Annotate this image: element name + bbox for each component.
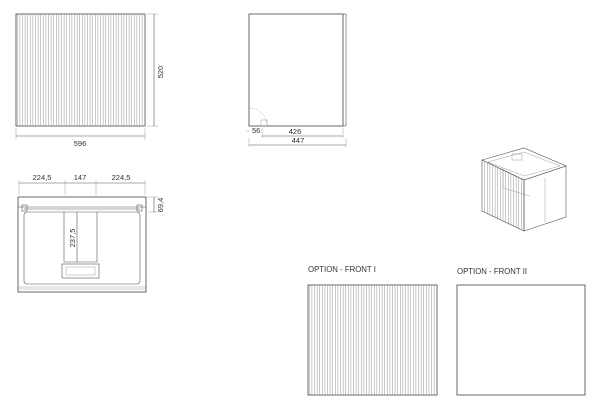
hinge-detail: [260, 119, 268, 127]
side-panel-outline: [248, 13, 344, 127]
option-front-1-label: OPTION - FRONT I: [308, 265, 376, 274]
front-width-label: 596: [74, 139, 87, 148]
door-swing-arc: [248, 107, 268, 127]
siphon-cutout: [63, 212, 98, 263]
top-right-width-label: 224,5: [112, 173, 131, 182]
front-flutes: [17, 14, 145, 126]
drawer-handle: [61, 263, 100, 279]
isometric-view: [481, 147, 567, 232]
top-rim-label: 69,4: [156, 198, 165, 213]
drawer-inner: [23, 211, 141, 285]
top-left-width-label: 224,5: [33, 173, 52, 182]
side-view: 56 426 447: [246, 13, 347, 147]
front-view: 520 596: [15, 13, 165, 148]
option-front-2: OPTION - FRONT II: [456, 267, 586, 396]
option-front-2-label: OPTION - FRONT II: [457, 267, 527, 276]
side-offset-label: 56: [252, 126, 260, 135]
side-inner-depth-label: 426: [289, 127, 302, 136]
option-front-1-panel: [307, 284, 438, 396]
top-center-width-label: 147: [74, 173, 87, 182]
front-height-label: 520: [156, 66, 165, 79]
front-panel-outline: [15, 13, 146, 127]
option-front-1: OPTION - FRONT I: [307, 265, 438, 396]
top-view: 224,5 147 224,5 237,5 69,4: [17, 173, 165, 293]
top-depth-label: 237,5: [68, 229, 77, 248]
side-depth-label: 447: [292, 136, 305, 145]
option-front-1-flutes: [309, 285, 437, 395]
option-front-2-panel: [456, 284, 586, 396]
iso-flutes: [484, 161, 522, 230]
top-outline: [17, 196, 147, 293]
iso-plumbing: [511, 153, 523, 161]
